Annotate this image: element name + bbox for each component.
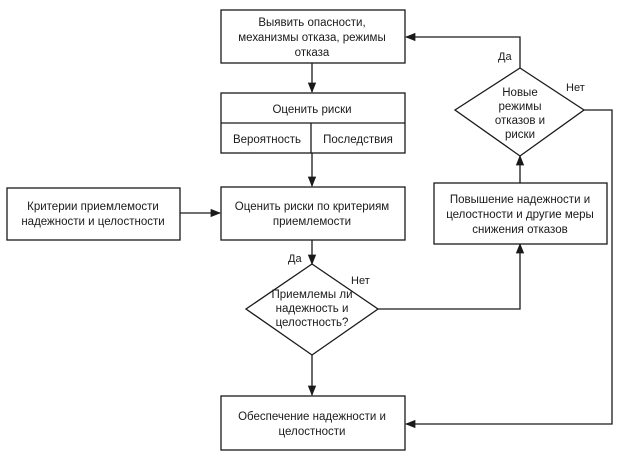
node-assess-left: Вероятность: [233, 134, 301, 146]
node-new-modes-line-2: режимы: [499, 101, 542, 113]
node-acceptable-line-1: Приемлемы ли: [272, 289, 353, 301]
node-improve-line-2: целостности и другие меры: [446, 209, 594, 221]
node-identify-line-1: Выявить опасности,: [258, 17, 365, 29]
node-criteria: Критерии приемлемости надежности и целос…: [6, 187, 181, 241]
node-new-modes-line-3: отказов и: [495, 115, 545, 127]
node-ensure: Обеспечение надежности и целостности: [220, 395, 406, 451]
node-assess-title: Оценить риски: [272, 104, 351, 116]
node-assess-right: Последствия: [323, 134, 393, 146]
node-improve-line-3: снижения отказов: [472, 224, 567, 236]
label-no-acceptable: Нет: [351, 275, 370, 287]
node-criteria-line-2: надежности и целостности: [21, 216, 164, 228]
node-identify-line-2: механизмы отказа, режимы: [238, 32, 385, 44]
node-improve-line-1: Повышение надежности и: [450, 194, 590, 206]
node-assess: Оценить риски Вероятность Последствия: [220, 92, 406, 154]
node-acceptable-decision: Приемлемы ли надежность и целостность?: [244, 263, 380, 356]
node-identify-line-3: отказа: [295, 47, 330, 59]
node-evaluate-line-2: приемлемости: [273, 216, 351, 228]
node-ensure-line-1: Обеспечение надежности и: [238, 411, 386, 423]
node-criteria-line-1: Критерии приемлемости: [27, 201, 159, 213]
node-evaluate: Оценить риски по критериям приемлемости: [220, 186, 406, 241]
label-no-new-modes: Нет: [566, 82, 585, 94]
node-new-modes-line-4: риски: [505, 129, 535, 141]
node-ensure-line-2: целостности: [279, 426, 346, 438]
label-yes-new-modes: Да: [498, 51, 512, 63]
arrow-new-modes-no-to-ensure: [404, 109, 613, 429]
node-new-modes-decision: Новые режимы отказов и риски: [453, 67, 586, 157]
arrow-new-modes-yes-to-identify: [404, 32, 521, 68]
label-yes-acceptable: Да: [288, 253, 302, 265]
node-improve: Повышение надежности и целостности и дру…: [433, 182, 608, 245]
connectors: [180, 32, 613, 429]
node-new-modes-line-1: Новые: [502, 87, 537, 99]
node-evaluate-line-1: Оценить риски по критериям: [235, 201, 389, 213]
node-acceptable-line-3: целостность?: [276, 317, 349, 329]
node-identify: Выявить опасности, механизмы отказа, реж…: [220, 9, 406, 64]
node-acceptable-line-2: надежность и: [276, 303, 349, 315]
arrow-decision-no-to-improve: [378, 242, 525, 310]
